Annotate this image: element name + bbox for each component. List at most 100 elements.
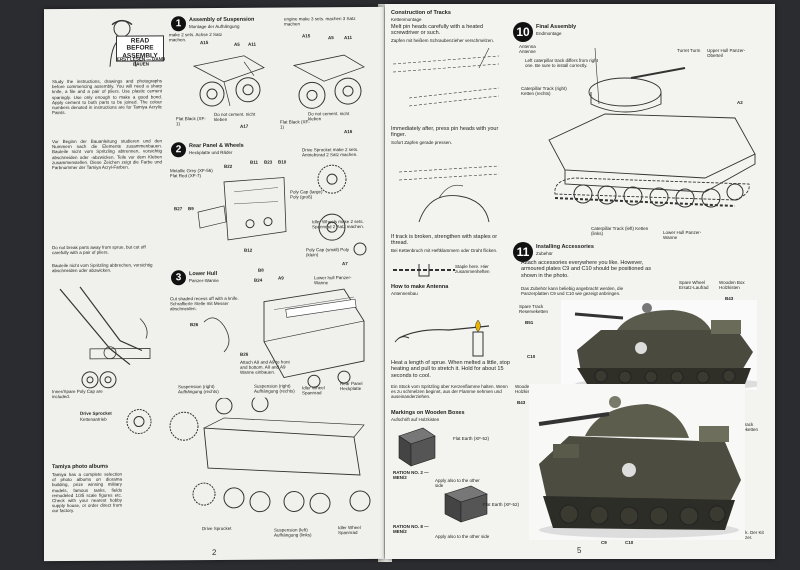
wooden-boxes-title-de: Aufschrift auf Holzkisten bbox=[391, 417, 440, 422]
part-b11: B11 bbox=[250, 159, 259, 165]
intro-text-en: Study the instructions, drawings and pho… bbox=[52, 78, 162, 116]
step-11-badge: 11 bbox=[513, 242, 533, 262]
part-b22: B22 bbox=[224, 163, 233, 169]
left-page: READ BEFORE ASSEMBLY ERST LESEN — DANN B… bbox=[44, 6, 384, 562]
final-assembly-tank-sketch bbox=[548, 47, 756, 208]
part-a2: A2 bbox=[737, 100, 743, 105]
tracks-melt-de: Zapfen mit heißem Schraubenzieher versch… bbox=[391, 38, 495, 43]
part-a15-left: A15 bbox=[200, 40, 209, 46]
antenna-title: How to make Antenna bbox=[391, 284, 449, 290]
suspension-bogie-left bbox=[192, 55, 265, 107]
wooden-box-2-sketch bbox=[444, 485, 488, 523]
intro-text-de: Vor Beginn der Bauanleitung studieren un… bbox=[52, 138, 162, 170]
part-b27: B27 bbox=[174, 206, 183, 212]
part-c10-top: C10 bbox=[527, 354, 536, 359]
step-3-title: Lower Hull bbox=[189, 270, 218, 278]
tracks-title: Construction of Tracks bbox=[391, 10, 451, 16]
tracks-melt-en: Melt pin heads carefully with a heated s… bbox=[391, 24, 484, 37]
step-11-wooden-box: Wooden Box Holzkisten bbox=[719, 280, 745, 291]
step-1-title: Assembly of Suspension bbox=[189, 16, 255, 24]
step-11-spare-track: Spare Track Reserveketten bbox=[519, 304, 549, 315]
step-10-badge: 10 bbox=[513, 22, 533, 42]
step-10-caterpillar-left: Caterpillar Track (left) Ketten (links) bbox=[591, 226, 649, 237]
wooden-box-apply-1: Apply also to the other side bbox=[435, 478, 480, 489]
staple-sketch bbox=[393, 264, 455, 277]
rear-panel-sketch bbox=[197, 177, 287, 241]
wooden-box-paint-2: Flat Earth (XF-52) bbox=[483, 502, 520, 507]
tracks-melt-sketch bbox=[392, 48, 500, 107]
tracks-break-de: Bei Kettenbruch mit Heftklammern oder Dr… bbox=[391, 248, 498, 253]
tank-photo-bottom bbox=[529, 384, 745, 540]
part-a16: A16 bbox=[344, 129, 353, 135]
part-b43-bottom: B43 bbox=[517, 400, 526, 405]
step-10-turret: Turret Turm bbox=[677, 48, 701, 53]
wooden-boxes-title: Markings on Wooden Boxes bbox=[391, 410, 465, 416]
step-10-lower-hull: Lower Hull Panzer-Wanne bbox=[663, 230, 702, 241]
part-b51-top: B51 bbox=[525, 320, 534, 325]
step-10-upper-hull: Upper Hull Panzer-Oberteil bbox=[707, 48, 746, 59]
part-b10: B10 bbox=[278, 159, 287, 165]
step-10-title: Final Assembly bbox=[536, 24, 577, 30]
step-1-badge: 1 bbox=[171, 16, 186, 32]
tank-photo-top bbox=[561, 300, 757, 390]
part-a7: A7 bbox=[342, 261, 348, 267]
step-2-sprocket-note: Drive Sprocket make 2 sets. Antriebsrad … bbox=[302, 146, 359, 158]
photo-album-title: Tamiya photo albums bbox=[52, 463, 109, 471]
staple-here-label: Staple here. Hier zusammenheften bbox=[455, 264, 490, 275]
finger-press-sketch bbox=[398, 165, 500, 223]
part-b9: B9 bbox=[188, 206, 194, 212]
photo-album-text: Tamiya has a complete selection of photo… bbox=[52, 471, 122, 514]
antenna-text-de: Ein Stück vom Spritzling über Kerzenflam… bbox=[391, 384, 508, 400]
step-11-attach-de: Das Zubehör kann beliebig angebracht wer… bbox=[521, 286, 624, 297]
part-c9: C9 bbox=[601, 540, 607, 545]
part-c10-bottom: C10 bbox=[625, 540, 634, 545]
step-10-track-note: Left caterpillar track differs from righ… bbox=[525, 58, 598, 69]
candle-sprue-sketch bbox=[394, 319, 490, 357]
step-11-title: Installing Accessories bbox=[536, 244, 594, 250]
lower-hull-sketch bbox=[203, 288, 365, 388]
left-page-number: 2 bbox=[212, 547, 217, 558]
intro-banner-subtitle: ERST LESEN — DANN BAUEN bbox=[116, 56, 166, 67]
wooden-box-paint-1: Flat Earth (XF-52) bbox=[453, 436, 490, 441]
part-a5-right: A5 bbox=[328, 35, 334, 41]
step-10-caterpillar-right: Caterpillar Track (right) Ketten (rechts… bbox=[521, 86, 567, 97]
part-a15-right: A15 bbox=[302, 33, 311, 39]
part-b8: B8 bbox=[258, 267, 264, 273]
drive-sprocket-sketch bbox=[126, 409, 152, 435]
step-10-title-de: Endmontage bbox=[536, 31, 562, 36]
part-b43-top: B43 bbox=[725, 296, 734, 301]
step-11-wooden-box-2: Wooden Box Holzkisten bbox=[515, 384, 541, 395]
tracks-press-de: Sofort Zapfen gerade pressen. bbox=[391, 140, 453, 145]
sprue-note-en: Do not break parts away from sprue, but … bbox=[52, 244, 146, 256]
step-1-title-de: Montage der Aufhängung bbox=[189, 23, 240, 30]
wooden-box-apply-2: Apply also to the other side bbox=[435, 534, 490, 539]
step-11-spare-wheel: Spare Wheel Ersatz-Laufrad bbox=[679, 280, 709, 291]
step-1-flat-black-left: Flat Black (XF-1) bbox=[176, 116, 206, 127]
step-3-badge: 3 bbox=[171, 270, 186, 286]
right-page: Construction of Tracks Kettenmontage Mel… bbox=[385, 4, 775, 559]
part-a11-right: A11 bbox=[344, 35, 353, 41]
step-2-title-de: Heckplatte und Räder bbox=[189, 149, 233, 156]
hull-suspension-assembly-sketch bbox=[169, 396, 371, 514]
suspension-bogie-right bbox=[292, 54, 365, 109]
wooden-box-1-sketch bbox=[398, 427, 436, 467]
sprue-note-de: Bauteile nicht vom Spritzling abbrechen,… bbox=[52, 262, 153, 274]
step-2-badge: 2 bbox=[171, 142, 186, 158]
step-10-antenna: Antenna Antenne bbox=[519, 44, 536, 55]
part-a17: A17 bbox=[240, 123, 249, 129]
drive-sprocket-label: Drive Sprocket bbox=[80, 410, 112, 416]
wheels-sketch bbox=[317, 164, 367, 256]
step-1-flat-black-right: Flat Black (XF-1) bbox=[280, 119, 310, 130]
tracks-title-de: Kettenmontage bbox=[391, 17, 422, 22]
step-11-attach-en: Attach accessories everywhere you like. … bbox=[521, 260, 651, 279]
pliers-sketch bbox=[59, 286, 151, 366]
step-1-make-3-sets: engine make 3 sets. machen 3 Satz machen bbox=[284, 16, 356, 27]
ration-decal-2: RATION NO. 8 — MEN/2 bbox=[393, 524, 429, 535]
tracks-break-en: If track is broken, strengthen with stap… bbox=[391, 234, 498, 247]
antenna-text-en: Heat a length of sprue. When melted a li… bbox=[391, 360, 510, 379]
step-11-title-de: Zubehör bbox=[536, 251, 553, 256]
part-a9: A9 bbox=[278, 275, 284, 281]
ration-decal-1: RATION NO. 2 — MEN/2 bbox=[393, 470, 429, 481]
step-3-suspension-left: Suspension (left) Aufhängung (links) bbox=[274, 527, 312, 538]
antenna-title-de: Antennenbau bbox=[391, 291, 418, 296]
